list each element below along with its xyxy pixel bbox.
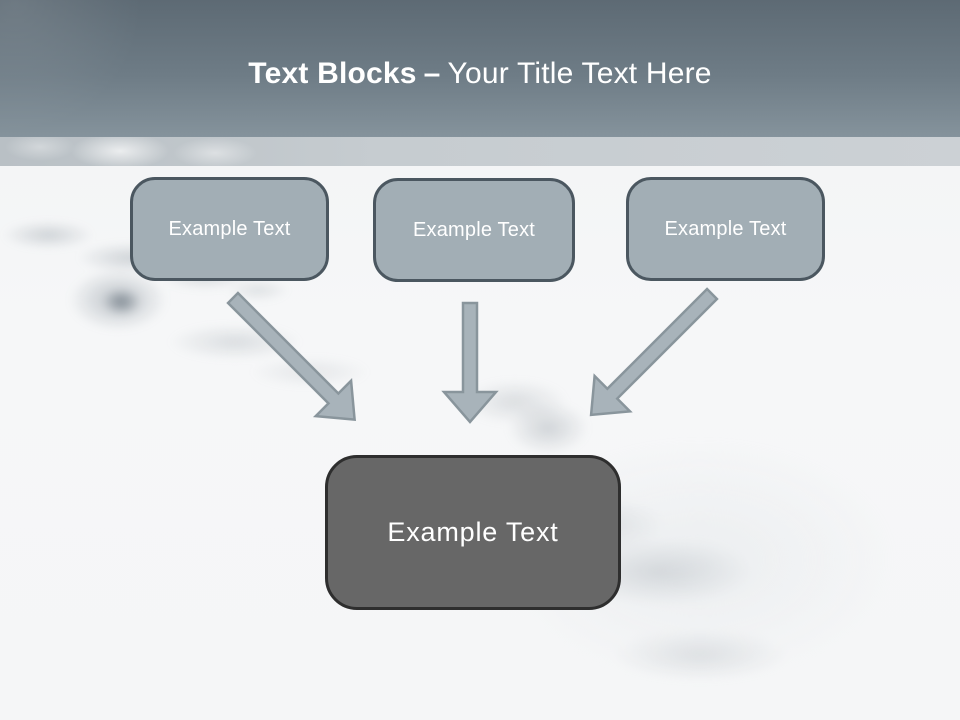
- text-block-3: Example Text: [626, 177, 825, 281]
- slide-header: Text Blocks–Your Title Text Here: [0, 0, 960, 137]
- arrow-down-left-icon: [589, 287, 719, 417]
- arrow-down-right-icon: [226, 291, 357, 422]
- text-block-2-label: Example Text: [412, 218, 536, 241]
- title-separator: –: [423, 57, 441, 90]
- text-block-center-label: Example Text: [387, 517, 559, 547]
- slide-title: Text Blocks–Your Title Text Here: [0, 57, 960, 90]
- text-block-1: Example Text: [130, 177, 329, 281]
- text-block-center: Example Text: [325, 455, 621, 610]
- title-topic: Text Blocks: [248, 57, 417, 90]
- text-block-2: Example Text: [373, 178, 575, 282]
- title-placeholder-text: Your Title Text Here: [447, 57, 712, 90]
- header-divider-band: [0, 137, 960, 166]
- arrow-down-icon: [441, 301, 499, 424]
- text-block-1-label: Example Text: [168, 217, 291, 240]
- text-block-3-label: Example Text: [664, 217, 787, 240]
